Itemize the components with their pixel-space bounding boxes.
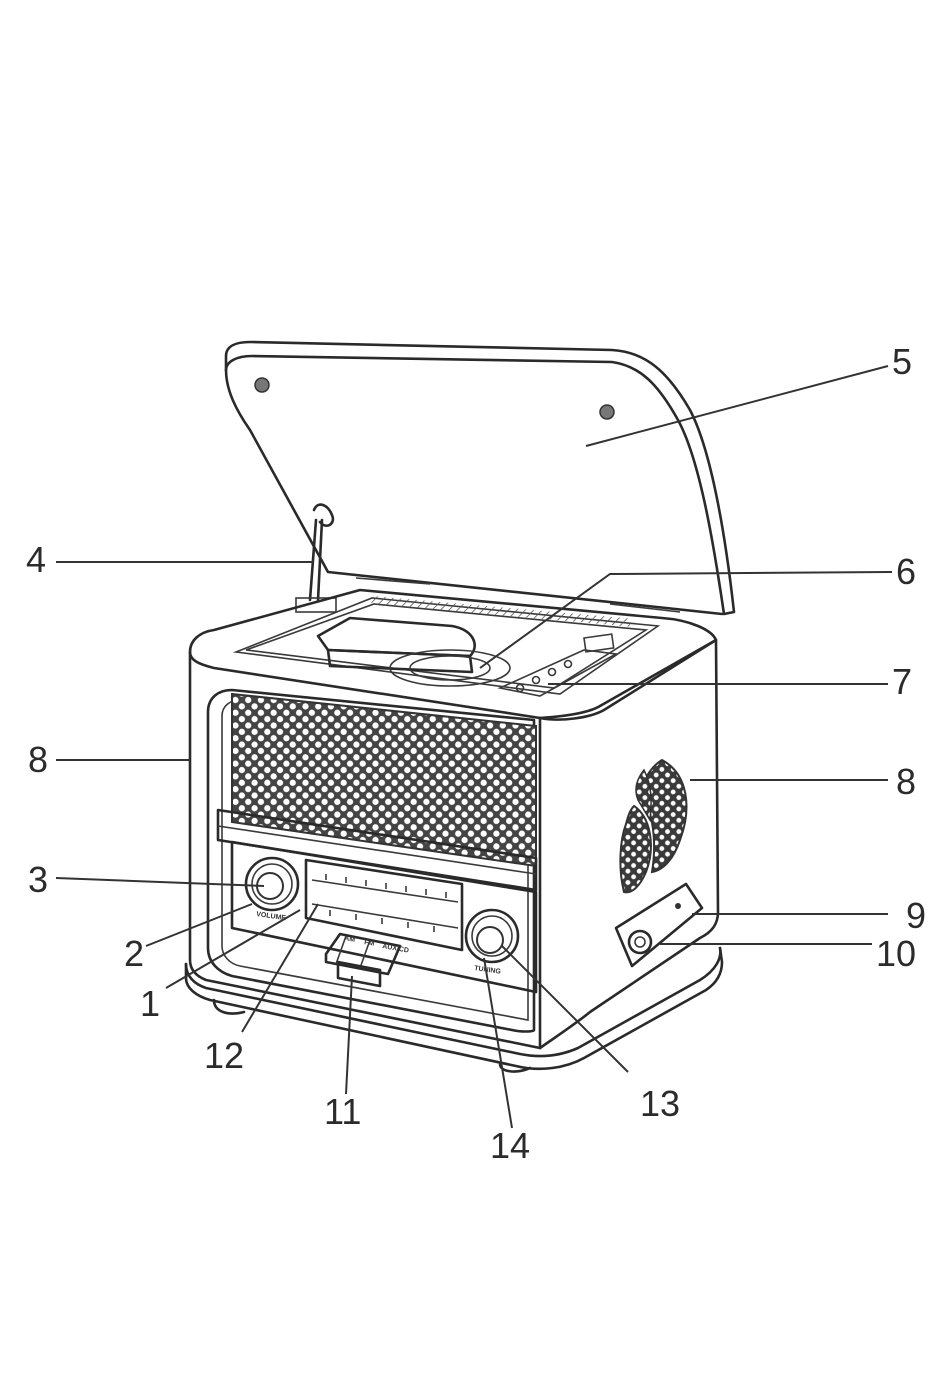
callout-14: 14 bbox=[490, 1125, 530, 1166]
callout-6: 6 bbox=[896, 551, 916, 592]
tuning-label: TUNING bbox=[474, 965, 502, 976]
callout-12: 12 bbox=[204, 1035, 244, 1076]
callout-9: 9 bbox=[906, 895, 926, 936]
callout-2: 2 bbox=[124, 933, 144, 974]
side-aux-panel bbox=[616, 884, 702, 966]
callout-11: 11 bbox=[324, 1091, 361, 1132]
callout-1: 1 bbox=[140, 983, 160, 1024]
power-socket[interactable] bbox=[629, 931, 651, 953]
front-speaker-grill bbox=[232, 694, 536, 866]
callout-4: 4 bbox=[26, 539, 46, 580]
side-speaker-vent bbox=[620, 760, 686, 892]
function-switches[interactable]: AM FM AUX/CD bbox=[326, 934, 409, 986]
callout-13: 13 bbox=[640, 1083, 680, 1124]
callout-3: 3 bbox=[28, 859, 48, 900]
callout-8-right: 8 bbox=[896, 761, 916, 802]
callout-10: 10 bbox=[876, 933, 916, 974]
callout-8-left: 8 bbox=[28, 739, 48, 780]
base bbox=[186, 948, 722, 1071]
callout-7: 7 bbox=[892, 661, 912, 702]
volume-knob[interactable] bbox=[246, 858, 298, 910]
switch-label-fm: FM bbox=[364, 939, 375, 948]
aux-jack[interactable] bbox=[675, 903, 681, 909]
lid-prop bbox=[296, 505, 336, 612]
switch-label-auxcd: AUX/CD bbox=[382, 943, 410, 955]
callout-5: 5 bbox=[892, 341, 912, 382]
switch-label-am: AM bbox=[344, 935, 356, 944]
